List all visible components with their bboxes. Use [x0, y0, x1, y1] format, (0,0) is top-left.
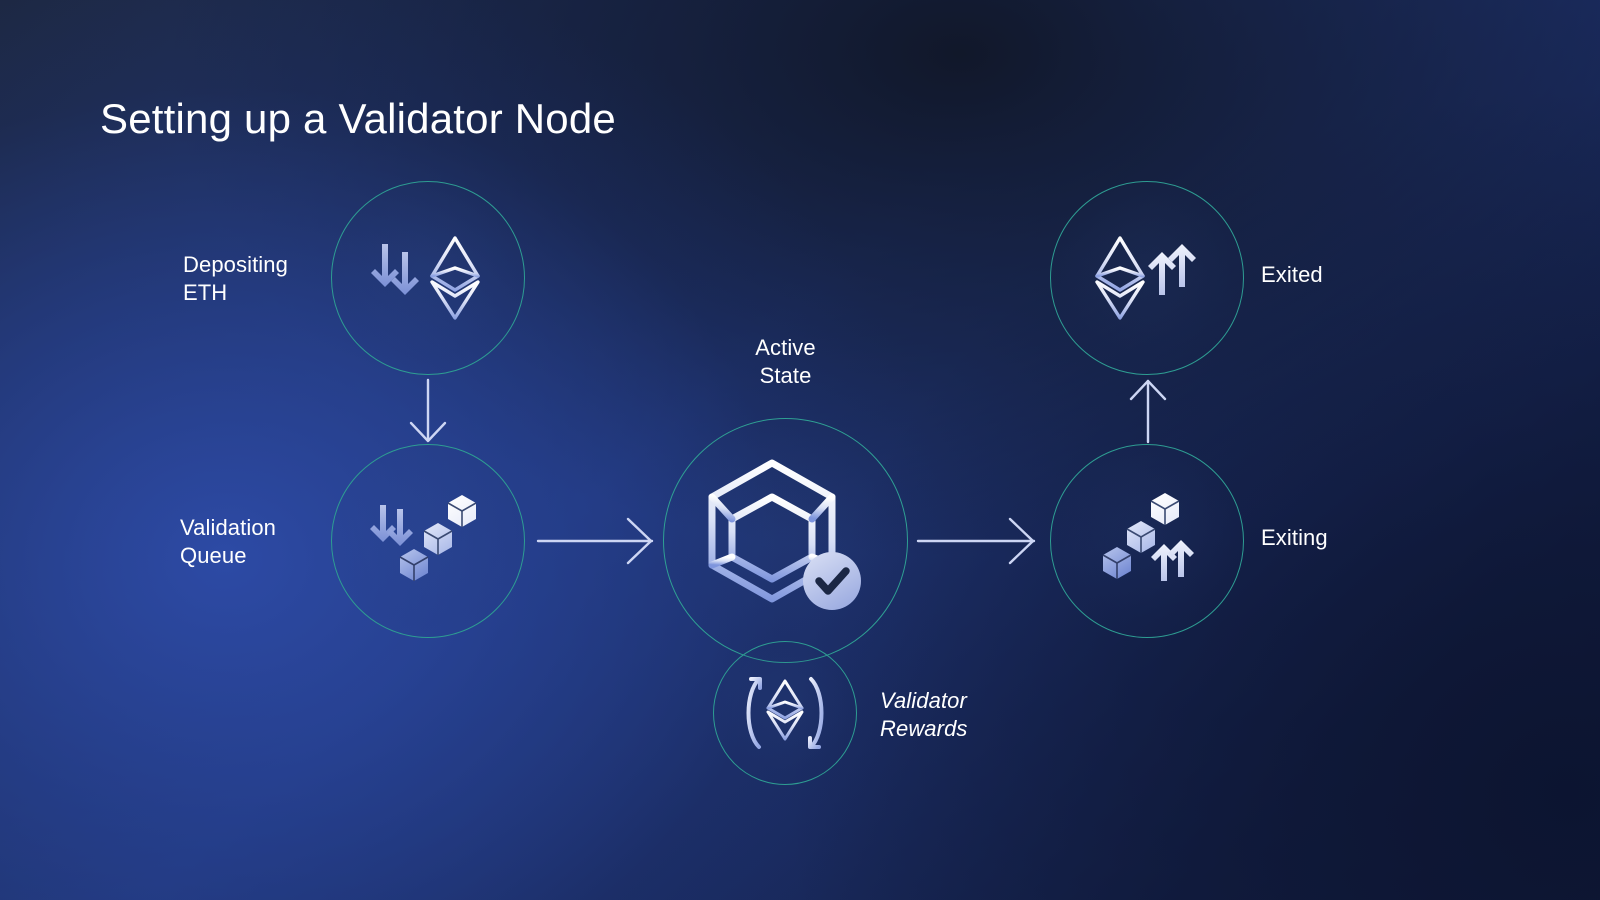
- connector-queue-to-active: [536, 508, 656, 574]
- check-badge-icon: [802, 551, 861, 610]
- label-line-1: Active: [755, 335, 816, 360]
- node-validation-queue[interactable]: [331, 444, 525, 638]
- cubes-down-arrows-icon: [370, 495, 477, 581]
- label-depositing-eth: Depositing ETH: [183, 251, 333, 307]
- connector-exiting-to-exited: [1118, 378, 1178, 444]
- label-line-1: Validation: [180, 515, 276, 540]
- label-line-1: Exited: [1261, 262, 1323, 287]
- label-validation-queue: Validation Queue: [180, 514, 340, 570]
- label-line-2: ETH: [183, 280, 228, 306]
- label-line-1: Depositing: [183, 252, 288, 277]
- connector-active-to-exiting: [916, 508, 1038, 574]
- label-line-2: Rewards: [880, 716, 968, 742]
- arrow-down-icon: [409, 378, 447, 443]
- node-active-state[interactable]: [663, 418, 908, 663]
- arrow-right-icon: [536, 517, 654, 565]
- label-line-2: State: [759, 363, 812, 389]
- eth-up-arrows-icon: [1095, 236, 1196, 320]
- node-exiting[interactable]: [1050, 444, 1244, 638]
- label-exited: Exited: [1261, 261, 1421, 289]
- label-line-1: Exiting: [1261, 525, 1328, 550]
- label-exiting: Exiting: [1261, 524, 1421, 552]
- cubes-up-arrows-icon: [1102, 493, 1194, 581]
- label-active-state: Active State: [665, 334, 906, 390]
- arrow-up-icon: [1129, 379, 1167, 444]
- wireframe-cube-check-icon: [708, 459, 861, 610]
- eth-rotation-arrows-icon: [746, 677, 824, 749]
- node-depositing-eth[interactable]: [331, 181, 525, 375]
- node-validator-rewards[interactable]: [713, 641, 857, 785]
- eth-down-arrows-icon: [371, 236, 480, 320]
- node-exited[interactable]: [1050, 181, 1244, 375]
- arrow-right-icon: [916, 517, 1036, 565]
- label-validator-rewards: Validator Rewards: [880, 687, 1070, 743]
- label-line-2: Queue: [180, 543, 247, 569]
- label-line-1: Validator: [880, 688, 967, 713]
- connector-depositing-to-queue: [398, 378, 458, 444]
- page-title: Setting up a Validator Node: [100, 95, 616, 142]
